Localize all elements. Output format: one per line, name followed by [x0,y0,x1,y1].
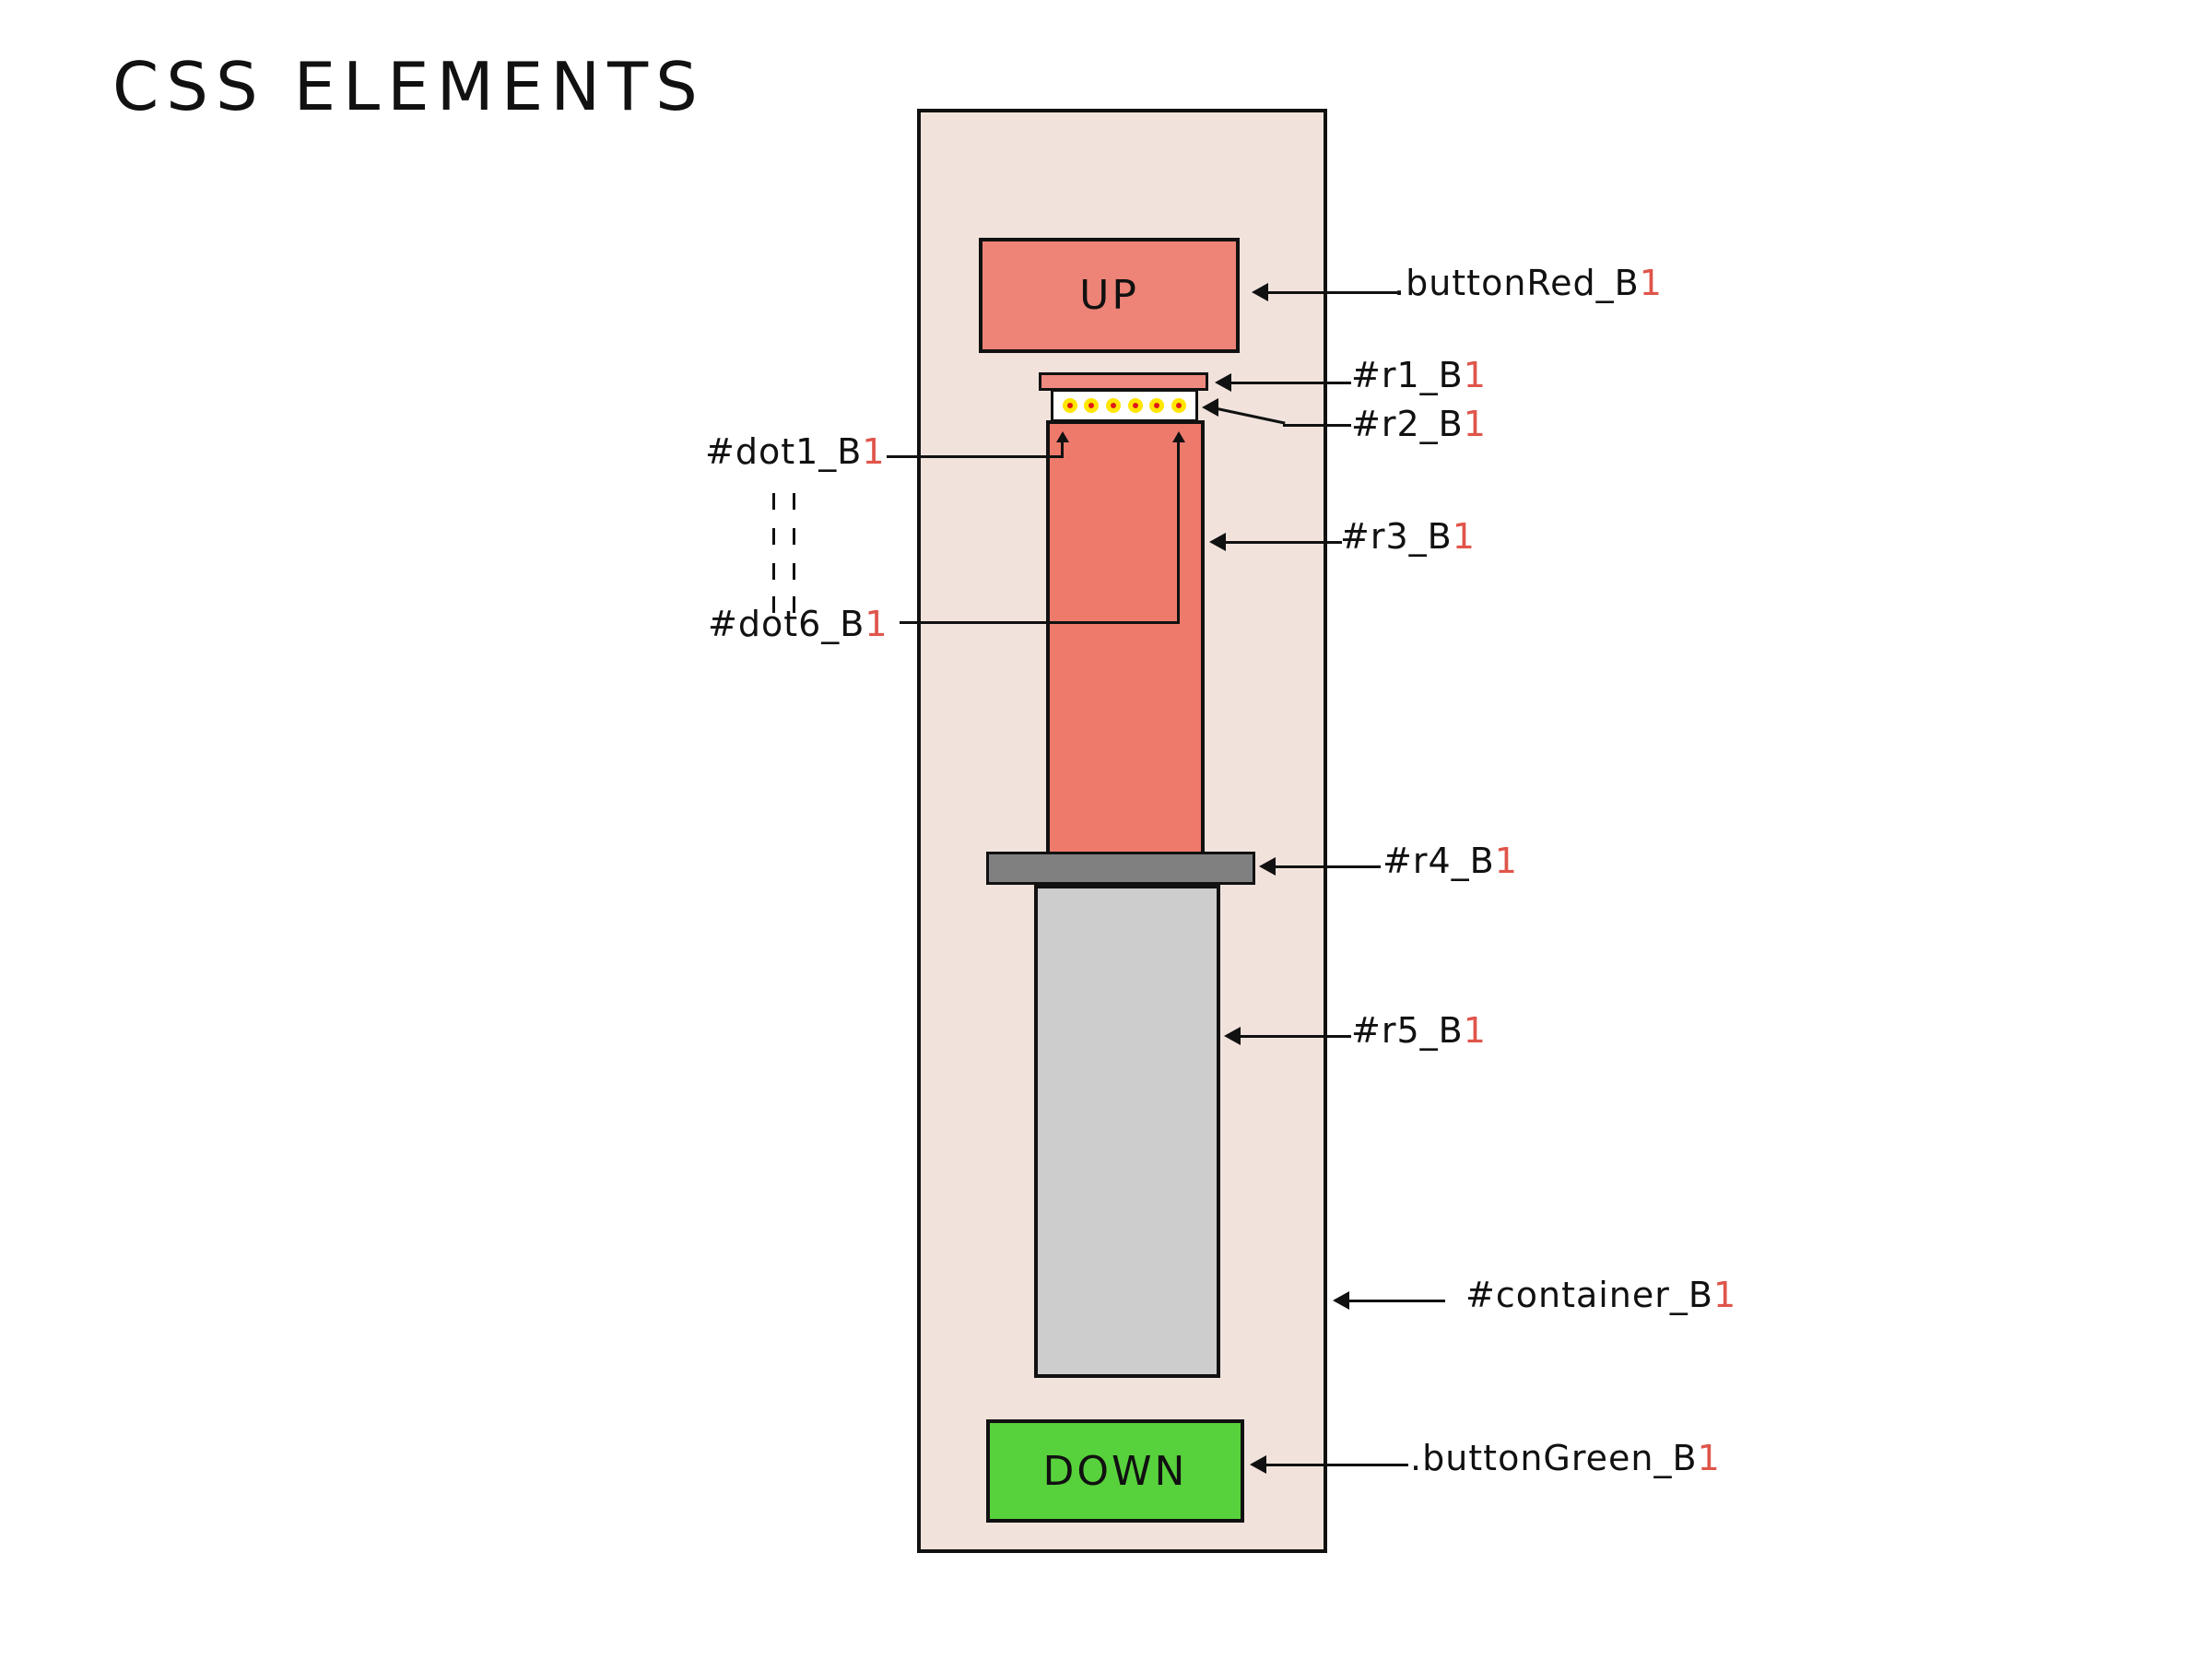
label-r1: #r1_B1 [1351,355,1487,395]
label-r2: #r2_B1 [1351,404,1487,444]
down-button-label: DOWN [1042,1447,1188,1495]
leader-container [1344,1300,1445,1302]
leader-r5 [1235,1035,1351,1038]
label-button-green: .buttonGreen_B1 [1410,1438,1721,1478]
leader-r2 [1283,424,1351,427]
dot1-leader-vertical [1061,441,1064,457]
label-dot6: #dot6_B1 [708,604,888,644]
dot6-leader-line [900,621,1180,624]
down-button[interactable]: DOWN [986,1419,1244,1523]
r4-b1 [986,852,1255,885]
arrow-r5-icon [1224,1027,1241,1045]
arrow-r3-icon [1209,533,1226,551]
label-r4: #r4_B1 [1382,841,1518,881]
up-button-label: UP [1079,272,1139,319]
diagram-title: CSS ELEMENTS [112,48,705,125]
label-r3: #r3_B1 [1340,516,1476,557]
label-container: #container_B1 [1465,1275,1737,1315]
dot3-b1 [1106,398,1122,413]
r2-b1 [1051,389,1198,422]
leader-button-green [1261,1464,1408,1466]
dot1-b1 [1062,398,1077,413]
label-dot1: #dot1_B1 [705,431,886,472]
dot6-arrowhead-icon [1172,431,1185,442]
dot4-b1 [1127,398,1143,413]
dot1-leader-line [887,455,1064,458]
arrow-r2-icon [1202,398,1218,417]
r5-b1 [1034,885,1220,1378]
dot1-arrowhead-icon [1056,431,1069,442]
arrow-r4-icon [1259,857,1276,876]
leader-button-red [1263,291,1397,294]
dot6-leader-vertical [1177,441,1180,621]
dot5-b1 [1149,398,1165,413]
up-button[interactable]: UP [979,238,1240,353]
arrow-button-green-icon [1250,1455,1266,1474]
leader-r1 [1226,382,1351,384]
dot2-b1 [1084,398,1100,413]
leader-r3 [1220,541,1342,544]
r3-b1 [1046,420,1205,872]
label-button-red: .buttonRed_B1 [1394,263,1663,303]
arrow-container-icon [1333,1291,1349,1310]
r1-b1 [1039,372,1208,391]
leader-r4 [1270,865,1381,868]
label-r5: #r5_B1 [1351,1010,1487,1051]
arrow-button-red-icon [1252,283,1268,301]
arrow-r1-icon [1215,373,1231,392]
dot6-b1 [1171,398,1187,413]
